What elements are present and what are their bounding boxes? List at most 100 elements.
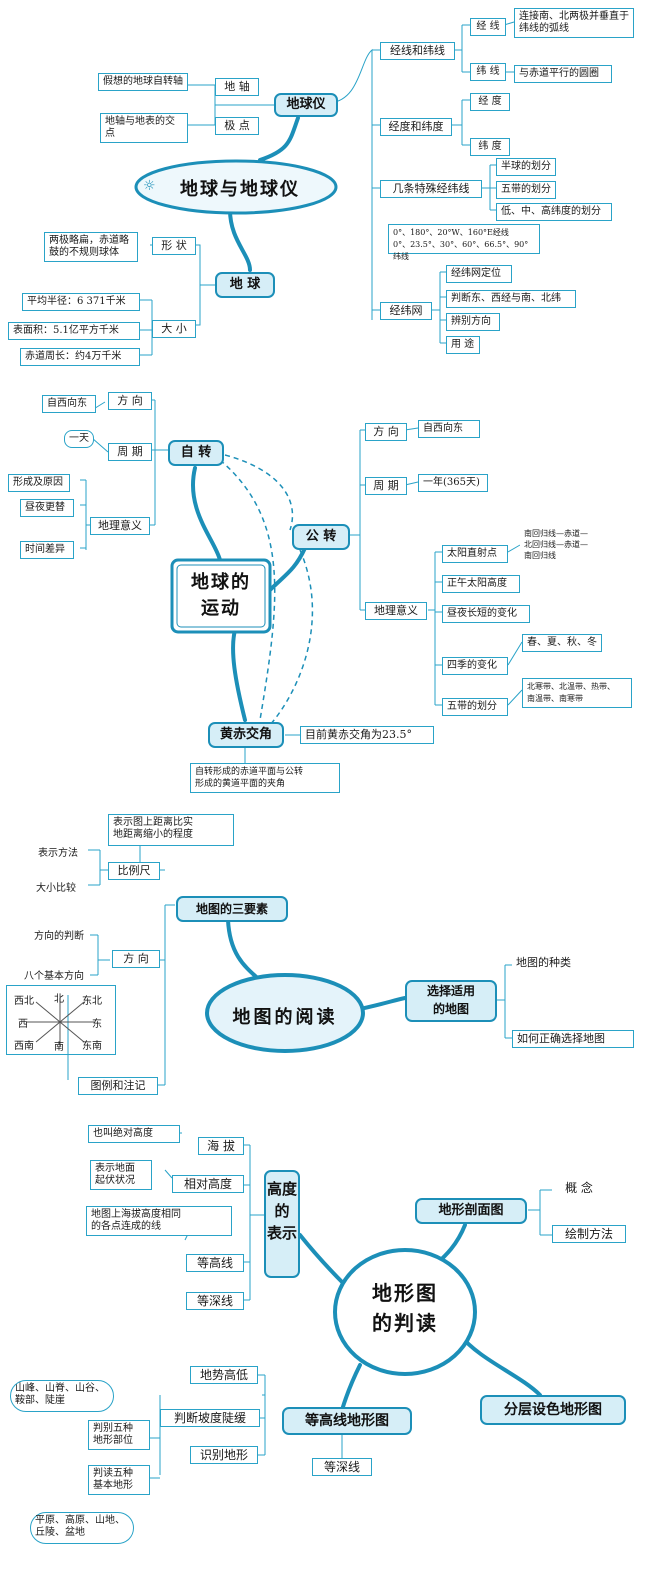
- dir-nw: 西北: [14, 996, 34, 1007]
- map-kinds: 地图的种类: [512, 955, 588, 971]
- direction-eight: 八个基本方向: [24, 967, 84, 982]
- meridian-desc: 连接南、北两极并垂直于纬线的弧线: [514, 8, 634, 38]
- rev-direction: 方 向: [365, 423, 407, 441]
- grid-judge: 判断东、西经与南、北纬: [446, 290, 576, 308]
- node-profile: 地形剖面图: [415, 1198, 527, 1224]
- motion-frame: [170, 558, 272, 634]
- direction-judge: 方向的判断: [34, 927, 84, 942]
- equator-length: 赤道周长：约4万千米: [20, 348, 140, 366]
- shape-desc: 两极略扁，赤道略鼓的不规则球体: [44, 232, 138, 262]
- center-terrain: 地形图 的判读: [372, 1281, 438, 1335]
- center-earth-globe: 地球与地球仪: [180, 179, 300, 200]
- low-mid-high: 低、中、高纬度的划分: [496, 203, 612, 221]
- node-three-elements: 地图的三要素: [176, 896, 288, 922]
- special-desc: 0°、180°、20°W、160°E经线 0°、23.5°、30°、60°、66…: [388, 224, 540, 261]
- node-globe: 地球仪: [274, 93, 338, 117]
- obliquity-desc: 自转形成的赤道平面与公转 形成的黄道平面的夹角: [190, 763, 340, 793]
- scale-method: 表示方法: [38, 844, 78, 859]
- dir-se: 东南: [82, 1041, 102, 1052]
- parallel-desc: 与赤道平行的圆圈: [514, 65, 612, 83]
- day-length: 昼夜长短的变化: [442, 605, 530, 623]
- node-axis: 地 轴: [215, 78, 259, 96]
- five-forms-desc: 平原、高原、山地、 丘陵、盆地: [30, 1512, 134, 1544]
- axis-desc: 假想的地球自转轴: [98, 73, 188, 91]
- five-zones: 五带的划分: [496, 181, 556, 199]
- grid-locate: 经纬网定位: [446, 265, 512, 283]
- surface-area: 表面积：5.1亿平方千米: [8, 322, 140, 340]
- dir-w: 西: [18, 1019, 28, 1030]
- rot-geo-cause: 形成及原因: [8, 474, 70, 492]
- grid-use: 用 途: [446, 336, 480, 354]
- node-choose-map: 选择适用 的地图: [405, 980, 497, 1022]
- node-latitude: 纬 度: [470, 138, 510, 156]
- node-degrees: 经度和纬度: [380, 118, 452, 136]
- five-zones-desc: 北寒带、北温带、热带、 南温带、南寒带: [522, 678, 632, 708]
- five-zones-motion: 五带的划分: [442, 698, 508, 716]
- grid-direction: 辨别方向: [446, 313, 500, 331]
- dir-s: 南: [54, 1042, 64, 1053]
- sun-direct: 太阳直射点: [442, 545, 508, 563]
- node-obliquity: 黄赤交角: [208, 722, 284, 748]
- pole-desc: 地轴与地表的交点: [100, 113, 188, 143]
- rot-period: 周 期: [108, 443, 152, 461]
- node-legend: 图例和注记: [78, 1077, 158, 1095]
- dir-sw: 西南: [14, 1041, 34, 1052]
- center-earth-motion: 地球的 运动: [191, 572, 251, 619]
- rot-geo: 地理意义: [90, 517, 150, 535]
- node-shape: 形 状: [152, 237, 196, 255]
- node-altitude: 海 拔: [198, 1137, 244, 1155]
- dir-n: 北: [54, 994, 64, 1005]
- node-rotation: 自 转: [168, 440, 224, 466]
- dir-e: 东: [92, 1019, 102, 1030]
- rot-period-desc: 一天: [64, 430, 94, 448]
- center-map-reading: 地图的阅读: [232, 1007, 338, 1028]
- noon-height: 正午太阳高度: [442, 575, 520, 593]
- node-direction: 方 向: [112, 950, 160, 968]
- altitude-desc: 也叫绝对高度: [88, 1125, 180, 1143]
- node-terrain-level: 地势高低: [190, 1366, 258, 1384]
- node-longitude: 经 度: [470, 93, 510, 111]
- rev-period: 周 期: [365, 477, 407, 495]
- sun-icon: ☼: [143, 178, 156, 194]
- seasons-desc: 春、夏、秋、冬: [522, 634, 602, 652]
- node-isobath: 等深线: [186, 1292, 244, 1310]
- node-revolution: 公 转: [292, 524, 350, 550]
- node-isobath-2: 等深线: [312, 1458, 372, 1476]
- compass-box: [6, 985, 116, 1055]
- contour-desc: 地图上海拔高度相同 的各点连成的线: [86, 1206, 232, 1236]
- globe-ellipse: [134, 159, 338, 215]
- node-earth: 地 球: [215, 272, 275, 298]
- seasons: 四季的变化: [442, 657, 508, 675]
- node-pole: 极 点: [215, 117, 259, 135]
- rot-geo-daynight: 昼夜更替: [20, 499, 74, 517]
- five-forms: 判读五种 基本地形: [88, 1465, 150, 1495]
- rot-direction-desc: 自西向东: [42, 395, 96, 413]
- rev-geo: 地理意义: [365, 602, 427, 620]
- node-grid: 经纬网: [380, 302, 432, 320]
- sun-direct-desc: 南回归线—赤道— 北回归线—赤道— 南回归线: [520, 526, 606, 564]
- rev-period-desc: 一年(365天): [418, 474, 488, 492]
- node-layered: 分层设色地形图: [480, 1395, 626, 1425]
- scale-compare: 大小比较: [36, 879, 76, 894]
- relative-desc: 表示地面 起伏状况: [90, 1160, 152, 1190]
- five-parts: 判别五种 地形部位: [88, 1420, 150, 1450]
- profile-draw: 绘制方法: [552, 1225, 626, 1243]
- dir-ne: 东北: [82, 996, 102, 1007]
- node-lines: 经线和纬线: [380, 42, 455, 60]
- node-height: 高度 的 表示: [264, 1170, 300, 1278]
- map-choose: 如何正确选择地图: [512, 1030, 634, 1048]
- node-identify: 识别地形: [190, 1446, 258, 1464]
- map-ellipse: [205, 973, 365, 1053]
- node-relative: 相对高度: [172, 1175, 244, 1193]
- scale-desc: 表示图上距离比实 地距离缩小的程度: [108, 814, 234, 846]
- rot-geo-time: 时间差异: [20, 541, 74, 559]
- radius: 平均半径：6 371千米: [22, 293, 140, 311]
- node-size: 大 小: [152, 320, 196, 338]
- hemisphere: 半球的划分: [496, 158, 556, 176]
- terrain-ellipse: [333, 1248, 477, 1376]
- obliquity-now: 目前黄赤交角为23.5°: [300, 726, 434, 744]
- five-parts-desc: 山峰、山脊、山谷、 鞍部、陡崖: [10, 1380, 114, 1412]
- node-scale: 比例尺: [108, 862, 160, 880]
- rev-direction-desc: 自西向东: [418, 420, 480, 438]
